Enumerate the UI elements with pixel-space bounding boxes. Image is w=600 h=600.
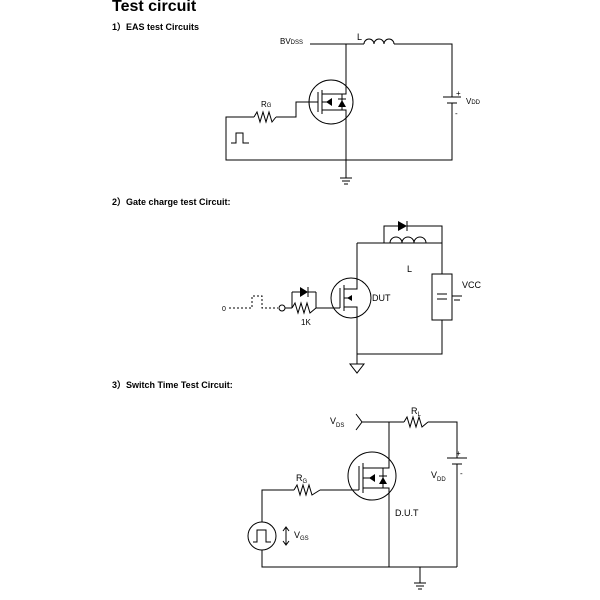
gc-resistor [291, 301, 317, 315]
gc-input-terminal [278, 304, 286, 312]
mosfet-icon [330, 243, 372, 356]
st-rl-resistor [403, 415, 429, 429]
st-vgs-arrow-icon [282, 526, 290, 546]
bvdss-label: BVDSS [280, 37, 303, 46]
section-heading-switch-time: 3）Switch Time Test Circuit: [112, 380, 233, 390]
st-vds-arrow [355, 413, 389, 431]
gc-inductor [389, 236, 427, 244]
ground-icon [340, 177, 352, 185]
eas-vdd-label: VDD [466, 97, 481, 106]
gc-vcc-label: VCC [462, 280, 482, 290]
st-rg-label: RG [296, 473, 308, 485]
gc-capacitor-box [431, 273, 453, 321]
ground-icon [348, 363, 366, 374]
ground-icon [414, 582, 426, 590]
eas-rg-resistor [253, 110, 277, 124]
gc-dut-label: DUT [372, 293, 391, 303]
gc-input-pulse [229, 295, 278, 309]
st-pulse-source [247, 521, 277, 551]
gc-diode-icon [398, 221, 414, 231]
gc-capacitor-icon [437, 293, 447, 300]
page-title: Test circuit [112, 0, 197, 15]
gc-top-wire [357, 225, 443, 274]
pulse-icon [231, 132, 249, 144]
st-vdd-label: VDD [431, 470, 446, 483]
eas-rg-label: RG [261, 100, 272, 109]
eas-gate-wire [276, 101, 310, 118]
st-plus-label: + [456, 449, 461, 458]
st-vgs-label: VGS [294, 530, 309, 542]
eas-circuit: BVDSS L RG + VDD - [225, 32, 481, 185]
eas-inductor [363, 38, 395, 45]
eas-plus-label: + [456, 89, 461, 98]
gate-charge-circuit: 0 1 [222, 221, 482, 374]
gc-bottom-wire [356, 320, 443, 364]
gc-resistor-label: 1K [301, 318, 311, 327]
eas-top-wire [310, 43, 453, 97]
pulse-icon [253, 529, 271, 543]
st-source-loop [261, 489, 457, 568]
st-vdd-battery [447, 457, 467, 465]
eas-inductor-label: L [357, 32, 362, 42]
switch-time-circuit: VDS RL RG + VDD - VGS D.U.T [247, 406, 467, 590]
st-drain-wire [388, 421, 458, 458]
st-rl-label: RL [411, 406, 422, 418]
st-minus-label: - [460, 469, 463, 478]
eas-minus-label: - [455, 109, 458, 118]
gc-inductor-label: L [407, 264, 412, 274]
zero-label: 0 [222, 306, 226, 313]
st-rg-resistor [293, 483, 321, 497]
gc-vcc-battery [452, 295, 462, 301]
st-dut-label: D.U.T [395, 508, 419, 518]
gc-diode-icon [292, 287, 316, 297]
mosfet-icon [347, 450, 397, 567]
section-heading-gate-charge: 2）Gate charge test Circuit: [112, 197, 231, 207]
eas-source-loop [225, 116, 346, 161]
mosfet-icon [308, 79, 354, 125]
eas-return-wire [345, 103, 453, 178]
section-heading-eas: 1）EAS test Circuits [112, 22, 200, 32]
st-vds-label: VDS [330, 416, 344, 429]
